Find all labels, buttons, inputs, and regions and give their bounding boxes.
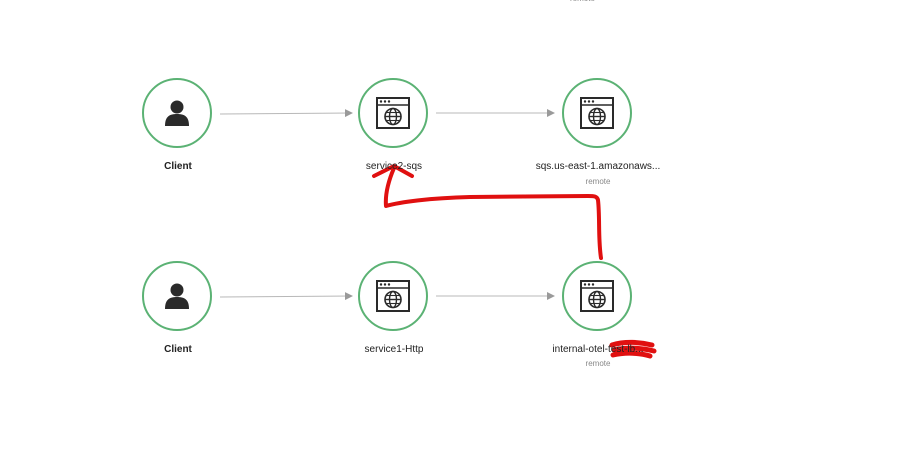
redaction-scribble — [609, 339, 657, 359]
node-sublabel: remote — [585, 177, 611, 186]
node-sqs[interactable] — [562, 78, 632, 148]
node-client-top[interactable] — [142, 78, 212, 148]
node-label: service2-sqs — [365, 161, 423, 172]
node-label: Client — [164, 161, 192, 172]
web-service-icon — [580, 280, 614, 312]
node-service2-sqs[interactable] — [358, 78, 428, 148]
node-client-bottom[interactable] — [142, 261, 212, 331]
node-label: internal-otel-test-lb... — [552, 344, 644, 355]
annotation-arrow — [383, 166, 603, 260]
node-internal-lb[interactable] — [562, 261, 632, 331]
node-label: sqs.us-east-1.amazonaws... — [535, 161, 661, 172]
node-service1-http[interactable] — [358, 261, 428, 331]
web-service-icon — [376, 97, 410, 129]
edge-client-to-service1[interactable] — [219, 292, 353, 301]
web-service-icon — [580, 97, 614, 129]
node-sublabel: remote — [585, 359, 611, 368]
partial-remote-label: remote — [570, 0, 595, 3]
edge-client-to-service2[interactable] — [219, 109, 353, 118]
user-icon — [165, 283, 189, 309]
user-icon — [165, 100, 189, 126]
web-service-icon — [376, 280, 410, 312]
annotation-arrowhead — [372, 164, 414, 178]
node-label: service1-Http — [364, 344, 424, 355]
node-label: Client — [164, 344, 192, 355]
